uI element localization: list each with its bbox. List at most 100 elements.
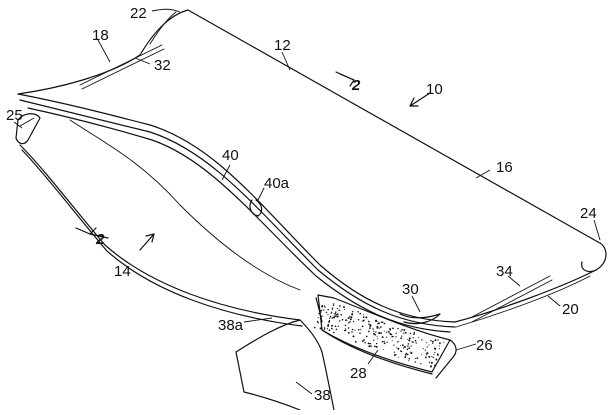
stipple-dot: [383, 340, 385, 343]
leader-30: [411, 295, 421, 313]
stipple-dot: [389, 327, 392, 330]
leader-34: [507, 275, 521, 287]
stipple-dot: [395, 353, 397, 356]
release-liner-38: [235, 297, 335, 411]
stipple-dot: [339, 305, 341, 307]
stipple-dot: [411, 341, 413, 343]
stipple-dot: [438, 342, 441, 345]
stipple-dot: [378, 332, 380, 335]
section-marks: [75, 71, 355, 239]
stipple-dot: [367, 320, 370, 323]
stipple-dot: [435, 359, 437, 361]
label-24: 24: [580, 205, 597, 222]
stipple-dot: [376, 326, 379, 329]
stipple-dot: [404, 356, 407, 358]
end-25: [15, 113, 41, 145]
stipple-dot: [393, 351, 396, 353]
stipple-dot: [416, 357, 419, 359]
stipple-dot: [362, 320, 364, 322]
stipple-dot: [349, 318, 352, 321]
leader-26: [455, 343, 477, 351]
fold-edge-40: [17, 93, 456, 333]
stipple-dot: [335, 311, 337, 313]
label-20: 20: [562, 301, 579, 318]
stipple-dot: [408, 337, 411, 340]
stipple-dot: [352, 335, 355, 338]
reference-numerals: 22 18 32 12 2 10 16 24 25 40 40a 2 14 34…: [6, 5, 597, 404]
arrow-14-shaft: [139, 233, 155, 251]
stipple-dot: [404, 331, 407, 334]
stipple-dot: [408, 357, 411, 360]
stipple-dot: [388, 331, 390, 333]
stipple-dot: [354, 340, 357, 343]
stipple-dot: [375, 342, 378, 345]
stipple-dot: [420, 363, 422, 365]
direction-arrows: [139, 92, 431, 251]
stipple-dot: [430, 365, 432, 367]
stipple-dot: [317, 322, 319, 324]
stipple-dot: [434, 364, 436, 367]
label-22: 22: [130, 5, 147, 22]
stipple-dot: [334, 315, 336, 318]
stipple-dot: [335, 313, 338, 316]
leader-40a: [257, 187, 265, 201]
stipple-dot: [428, 355, 431, 358]
label-32: 32: [154, 57, 171, 74]
top-panel-left-edge-inner: [149, 11, 177, 45]
arrow-14-head: [145, 233, 155, 243]
stipple-dot: [372, 328, 374, 330]
stipple-dot: [392, 327, 394, 330]
stipple-dot: [344, 324, 347, 327]
stipple-dot: [369, 327, 371, 329]
stipple-dot: [360, 328, 362, 330]
stipple-dot: [332, 304, 334, 306]
stipple-dot: [331, 324, 333, 327]
label-14: 14: [114, 263, 131, 280]
section-arrow-lower: [75, 227, 97, 235]
stipple-dot: [400, 330, 402, 332]
stipple-dot: [407, 338, 409, 340]
stipple-dot: [402, 332, 405, 334]
right-end-lower-2: [455, 275, 591, 328]
stipple-dot: [338, 309, 340, 311]
section-arrow-upper-tail: [335, 71, 355, 81]
stipple-dot: [396, 347, 398, 349]
stipple-dot: [375, 345, 378, 348]
stipple-dot: [368, 330, 370, 333]
stipple-dot: [414, 361, 416, 363]
stipple-dot: [362, 316, 365, 319]
stipple-dot: [379, 326, 382, 328]
stipple-dot: [330, 313, 332, 315]
stipple-dot: [357, 319, 360, 321]
stipple-dot: [370, 345, 372, 347]
stipple-dot: [376, 335, 378, 337]
label-40: 40: [222, 147, 239, 164]
stipple-dot: [404, 354, 407, 356]
stipple-dot: [412, 341, 414, 343]
stipple-dot: [328, 320, 331, 323]
stipple-dot: [337, 315, 339, 317]
fold-edge-line-1: [17, 93, 456, 323]
stipple-dot: [346, 319, 348, 321]
stipple-dot: [348, 321, 350, 324]
right-end-roll: [581, 241, 607, 273]
stipple-dot: [327, 325, 330, 327]
stipple-dot: [323, 305, 326, 307]
stipple-dot: [324, 306, 326, 308]
stipple-dot: [425, 352, 428, 355]
stipple-dot: [373, 339, 375, 341]
stipple-dot: [414, 339, 417, 342]
stipple-dot: [385, 331, 387, 333]
stipple-dot: [321, 315, 323, 317]
stipple-dot: [386, 341, 388, 344]
stipple-dot: [329, 317, 331, 319]
stipple-dot: [401, 344, 404, 347]
tab-40a: [249, 199, 263, 217]
top-panel: [17, 9, 599, 243]
stipple-dot: [354, 329, 356, 331]
stipple-dot: [437, 339, 439, 341]
label-16: 16: [496, 159, 513, 176]
stipple-dot: [363, 339, 365, 341]
stipple-dot: [316, 320, 319, 323]
